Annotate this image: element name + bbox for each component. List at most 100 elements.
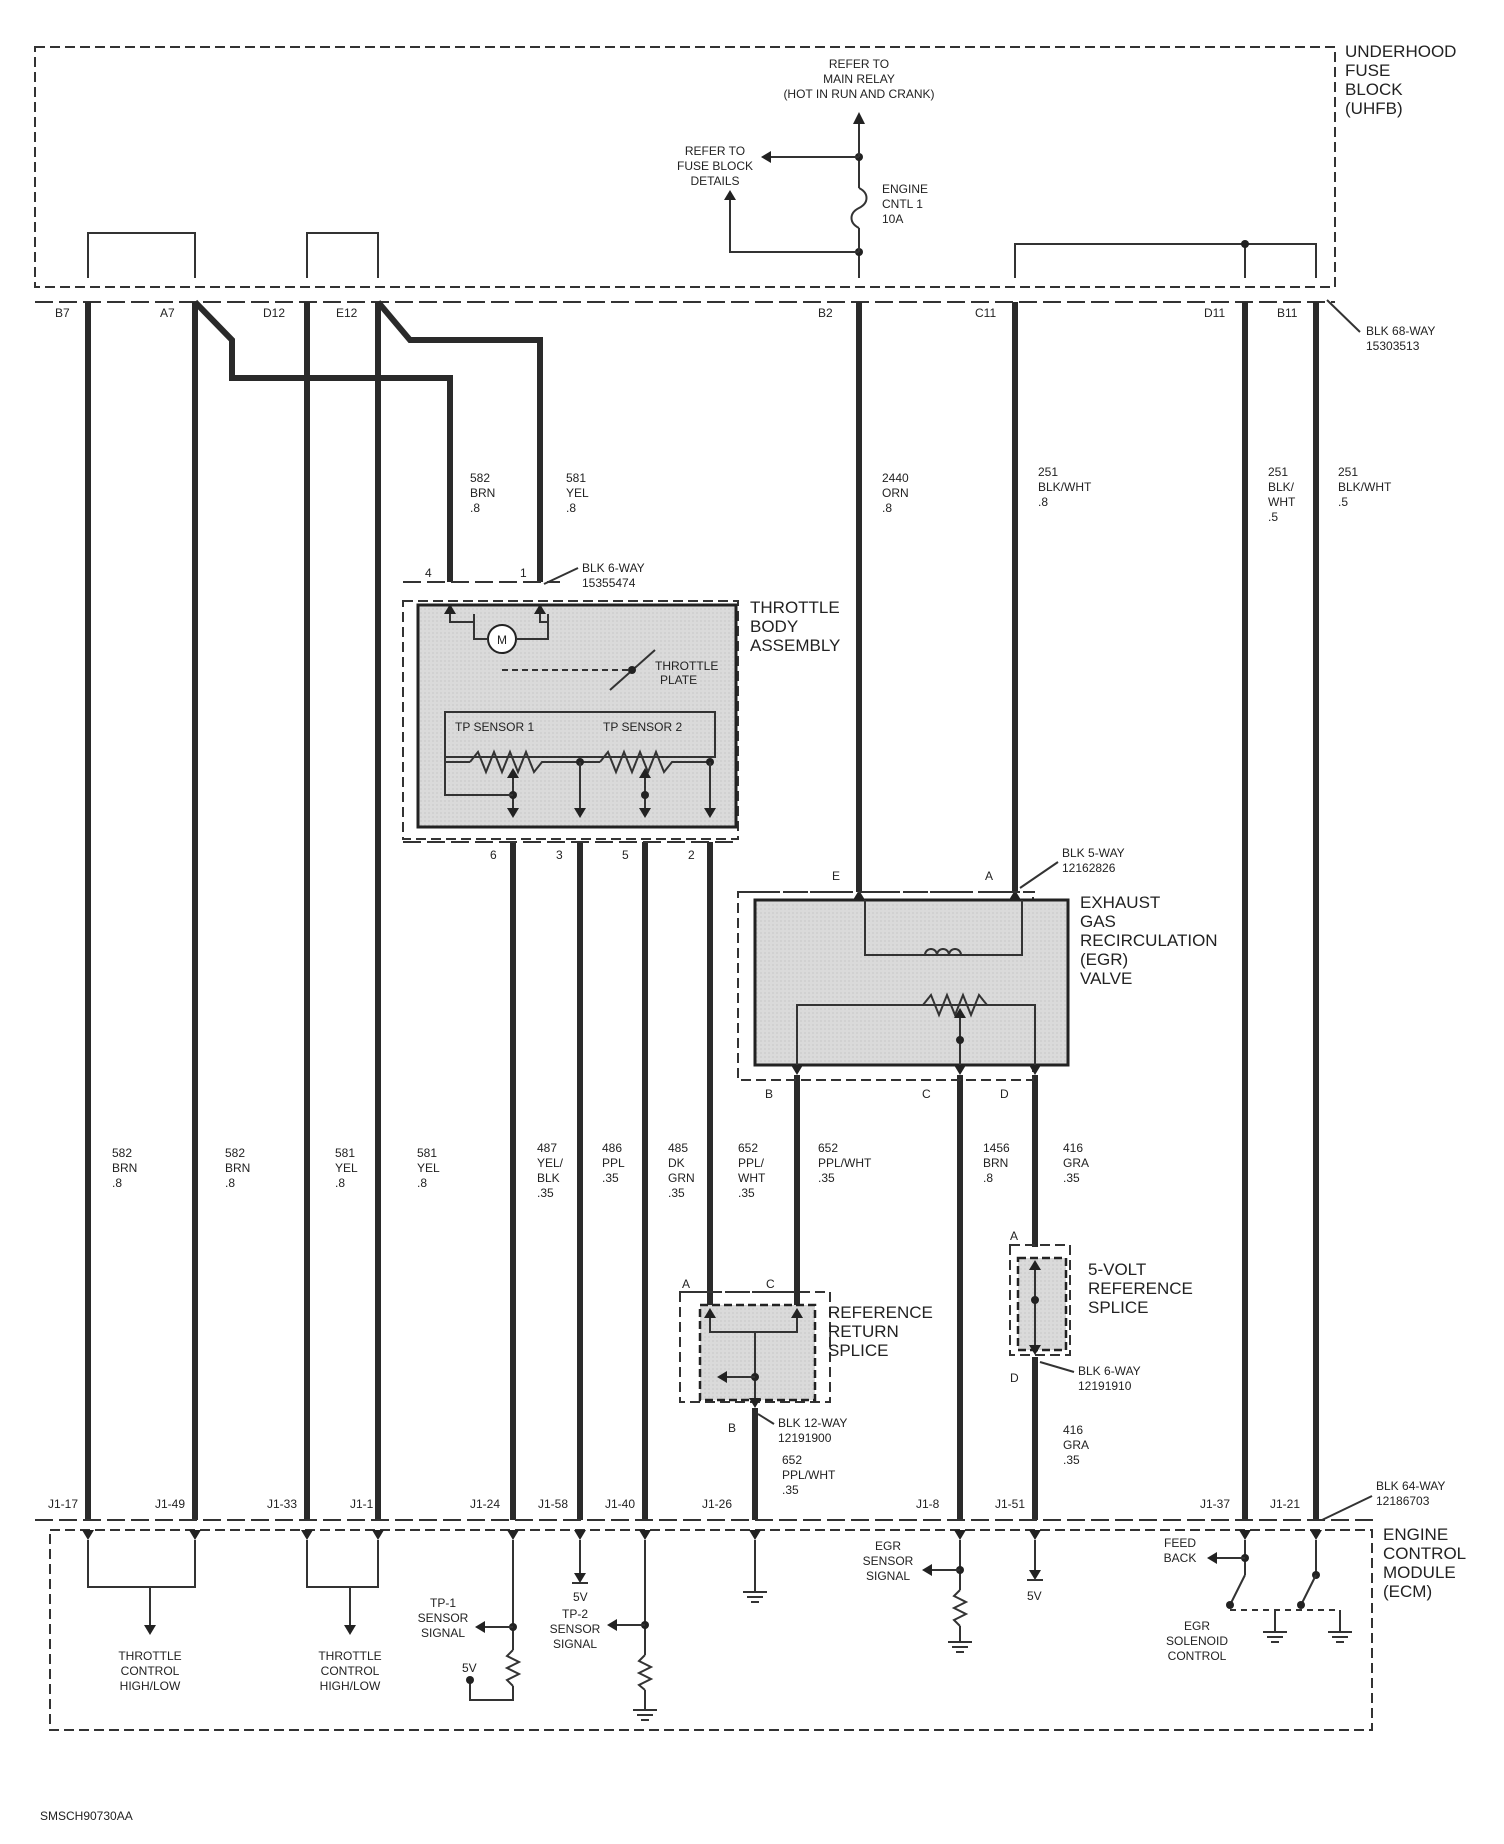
svg-text:J1-21: J1-21 [1270,1497,1300,1511]
svg-text:582: 582 [225,1146,245,1160]
svg-text:HIGH/LOW: HIGH/LOW [120,1679,181,1693]
svg-text:652: 652 [782,1453,802,1467]
throttle-control-2-label: THROTTLE CONTROL HIGH/LOW [318,1649,381,1693]
svg-text:652: 652 [818,1141,838,1155]
svg-text:YEL/: YEL/ [537,1156,564,1170]
svg-text:10A: 10A [882,212,903,226]
svg-text:CONTROL: CONTROL [121,1664,180,1678]
svg-text:BRN: BRN [983,1156,1008,1170]
svg-text:A: A [1010,1229,1018,1243]
svg-text:B: B [728,1421,736,1435]
svg-text:EGR: EGR [1184,1619,1210,1633]
svg-text:C: C [766,1277,775,1291]
svg-text:GRN: GRN [668,1171,695,1185]
svg-text:B7: B7 [55,306,70,320]
svg-text:.35: .35 [668,1186,685,1200]
svg-text:.35: .35 [537,1186,554,1200]
egr-pins: E A B C D [765,869,1009,1101]
svg-text:BLK 6-WAY: BLK 6-WAY [582,561,645,575]
svg-text:.8: .8 [335,1176,345,1190]
svg-text:GRA: GRA [1063,1438,1089,1452]
svg-text:12191910: 12191910 [1078,1379,1132,1393]
svg-text:SIGNAL: SIGNAL [421,1626,465,1640]
svg-text:SPLICE: SPLICE [1088,1298,1148,1317]
svg-text:416: 416 [1063,1141,1083,1155]
svg-text:D: D [1010,1371,1019,1385]
throttle-body-connector-label: BLK 6-WAY 15355474 [582,561,645,590]
svg-text:.35: .35 [738,1186,755,1200]
svg-text:TP-1: TP-1 [430,1596,456,1610]
egr-connector-leader [1019,861,1059,889]
svg-text:BLK/WHT: BLK/WHT [1038,480,1092,494]
svg-text:MODULE: MODULE [1383,1563,1456,1582]
egr-valve [737,890,1070,1081]
wires [85,299,1319,1520]
svg-text:B2: B2 [818,306,833,320]
svg-text:(ECM): (ECM) [1383,1582,1432,1601]
svg-text:.35: .35 [1063,1171,1080,1185]
svg-text:D11: D11 [1204,306,1225,320]
fuse-block-details-label: REFER TO FUSE BLOCK DETAILS [677,144,753,188]
connector-68-leader [1326,299,1361,333]
fuse-engine-cntl-1: ENGINE CNTL 1 10A [882,182,928,226]
svg-text:J1-37: J1-37 [1200,1497,1230,1511]
svg-text:SPLICE: SPLICE [828,1341,888,1360]
svg-text:GAS: GAS [1080,912,1116,931]
svg-text:J1-1: J1-1 [350,1497,374,1511]
motor-icon: M [497,633,507,647]
svg-text:.8: .8 [566,501,576,515]
svg-text:REFER TO: REFER TO [829,57,889,71]
svg-text:251: 251 [1338,465,1358,479]
wire-652-c-label: 652 PPL/WHT .35 [782,1453,836,1497]
svg-text:251: 251 [1268,465,1288,479]
svg-text:581: 581 [417,1146,437,1160]
ecm-connector-label: BLK 64-WAY 12186703 [1376,1479,1445,1508]
svg-text:HIGH/LOW: HIGH/LOW [320,1679,381,1693]
wire-487-label: 487 YEL/ BLK .35 [537,1141,564,1200]
svg-text:THROTTLE: THROTTLE [118,1649,181,1663]
svg-text:THROTTLE: THROTTLE [318,1649,381,1663]
svg-text:15355474: 15355474 [582,576,636,590]
ecm-label: ENGINE CONTROL MODULE (ECM) [1383,1525,1466,1601]
svg-text:251: 251 [1038,465,1058,479]
svg-text:12191900: 12191900 [778,1431,832,1445]
throttle-plate-label: THROTTLE [655,659,718,673]
svg-text:PPL/WHT: PPL/WHT [782,1468,836,1482]
wire-581-b-label: 581 YEL .8 [417,1146,440,1190]
svg-text:2440: 2440 [882,471,909,485]
svg-text:J1-51: J1-51 [995,1497,1025,1511]
svg-text:REFERENCE: REFERENCE [1088,1279,1193,1298]
wire-416-b-label: 416 GRA .35 [1063,1423,1089,1467]
wire-582-upper-label: 582 BRN .8 [470,471,495,515]
svg-text:DETAILS: DETAILS [690,174,739,188]
reference-return-splice-label: REFERENCE RETURN SPLICE [828,1303,933,1360]
rrs-connector-label: BLK 12-WAY 12191900 [778,1416,847,1445]
svg-text:CONTROL: CONTROL [1383,1544,1466,1563]
ecm-block [49,1529,1373,1731]
5v-splice-leader [1039,1361,1075,1373]
wire-485-label: 485 DK GRN .35 [668,1141,695,1200]
svg-text:B11: B11 [1277,306,1298,320]
tp2-sensor-signal-label: TP-2 SENSOR SIGNAL [550,1607,601,1651]
svg-text:SENSOR: SENSOR [863,1554,914,1568]
throttle-body-label: THROTTLE BODY ASSEMBLY [750,598,840,655]
tp-sensor-2-label: TP SENSOR 2 [603,720,682,734]
svg-text:VALVE: VALVE [1080,969,1132,988]
svg-text:BLK/: BLK/ [1268,480,1295,494]
svg-text:1: 1 [520,566,527,580]
svg-text:2: 2 [688,848,695,862]
svg-text:12162826: 12162826 [1062,861,1116,875]
svg-text:YEL: YEL [417,1161,440,1175]
svg-text:BRN: BRN [470,486,495,500]
wire-416-a-label: 416 GRA .35 [1063,1141,1089,1185]
egr-sensor-signal-label: EGR SENSOR SIGNAL [863,1539,914,1583]
svg-text:(HOT IN RUN AND CRANK): (HOT IN RUN AND CRANK) [783,87,934,101]
svg-text:.35: .35 [782,1483,799,1497]
uhfb-pin-labels: B7 A7 D12 E12 B2 C11 D11 B11 [55,306,1298,320]
wire-581-upper-label: 581 YEL .8 [566,471,589,515]
svg-text:.8: .8 [470,501,480,515]
svg-text:FUSE BLOCK: FUSE BLOCK [677,159,753,173]
svg-text:(EGR): (EGR) [1080,950,1128,969]
wire-582-b-label: 582 BRN .8 [225,1146,250,1190]
